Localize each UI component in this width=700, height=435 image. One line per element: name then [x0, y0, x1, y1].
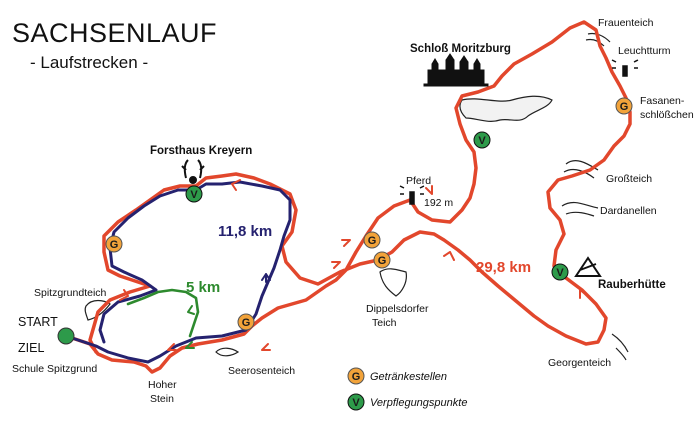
arrow-icon	[341, 239, 351, 247]
refreshment-marker: G	[237, 313, 255, 331]
legend-refreshment-label: Getränkestellen	[370, 371, 447, 383]
legend-food-label: Verpflegungspunkte	[370, 397, 467, 409]
svg-text:V: V	[556, 267, 564, 279]
place-frauenteich: Frauenteich	[598, 17, 654, 29]
legend-refreshment: G Getränkestellen	[347, 367, 447, 385]
route-11-8-km	[64, 180, 292, 364]
place-georgenteich: Georgenteich	[548, 357, 611, 369]
food-marker: V	[185, 185, 203, 203]
refreshment-marker: G	[363, 231, 381, 249]
arrow-icon	[425, 185, 433, 195]
svg-text:G: G	[368, 235, 377, 247]
place-pferd: Pferd	[406, 175, 431, 187]
route-label-29-8-km: 29,8 km	[476, 259, 531, 276]
arrow-icon	[187, 305, 195, 315]
start-finish-marker	[57, 327, 75, 345]
arrow-icon	[167, 343, 177, 351]
pond-dardanellen	[561, 201, 599, 217]
place-forsthaus: Forsthaus Kreyern	[150, 145, 252, 157]
place-pferd-height: 192 m	[424, 197, 453, 209]
refreshment-markers: G G G G G	[105, 97, 633, 331]
map-subtitle: - Laufstrecken -	[30, 53, 148, 72]
refreshment-marker: G	[105, 235, 123, 253]
start-label: START	[18, 315, 58, 329]
food-markers: V V V	[185, 131, 569, 281]
pond-moritzburg	[459, 95, 553, 122]
arrow-icon	[331, 261, 341, 269]
svg-text:G: G	[242, 317, 251, 329]
pond-grossteich	[563, 160, 599, 179]
route-5-km	[126, 288, 200, 338]
svg-text:V: V	[478, 135, 486, 147]
direction-arrows	[119, 179, 589, 351]
place-fasanen-1: Fasanen-	[640, 95, 685, 107]
route-label-5-km: 5 km	[186, 279, 220, 296]
legend-food: V Verpflegungspunkte	[347, 393, 467, 411]
legend: G Getränkestellen V Verpflegungspunkte	[347, 367, 467, 411]
castle-icon	[423, 53, 489, 87]
place-leuchtturm: Leuchtturm	[618, 45, 671, 57]
finish-label: ZIEL	[18, 341, 44, 355]
food-marker: V	[473, 131, 491, 149]
route-label-11-8-km: 11,8 km	[218, 223, 272, 240]
place-seerosenteich: Seerosenteich	[228, 365, 295, 377]
horse-marker-icon	[399, 185, 425, 205]
pond-dippelsdorf	[379, 268, 407, 297]
place-spitzgrundteich: Spitzgrundteich	[34, 287, 107, 299]
svg-text:G: G	[378, 255, 387, 267]
refreshment-marker: G	[373, 251, 391, 269]
place-schule: Schule Spitzgrund	[12, 363, 97, 375]
place-grossteich: Großteich	[606, 173, 652, 185]
place-hoher-2: Stein	[150, 393, 174, 405]
refreshment-marker: G	[615, 97, 633, 115]
place-moritzburg: Schloß Moritzburg	[410, 43, 511, 55]
pond-seerosen	[215, 347, 240, 357]
food-marker: V	[551, 263, 569, 281]
route-29-8-km	[64, 20, 632, 374]
arrow-icon	[261, 273, 271, 283]
svg-text:G: G	[620, 101, 629, 113]
pond-spitzgrund	[84, 299, 111, 321]
place-dippelsdorfer-2: Teich	[372, 317, 397, 329]
svg-text:V: V	[190, 189, 198, 201]
place-dippelsdorfer-1: Dippelsdorfer	[366, 303, 429, 315]
arrow-icon	[185, 341, 195, 349]
svg-text:G: G	[110, 239, 119, 251]
place-hoher-1: Hoher	[148, 379, 177, 391]
place-fasanen-2: schlößchen	[640, 109, 694, 121]
svg-text:G: G	[352, 371, 361, 383]
svg-text:V: V	[352, 397, 360, 409]
map-title: SACHSENLAUF	[12, 18, 217, 48]
arrow-icon	[579, 289, 589, 299]
place-rauberhuette: Rauberhütte	[598, 279, 666, 291]
place-dardanellen: Dardanellen	[600, 205, 657, 217]
hut-icon	[574, 256, 602, 277]
ponds	[84, 32, 629, 361]
deer-antlers-icon	[181, 159, 205, 184]
arrow-icon	[261, 343, 271, 351]
arrow-icon	[231, 179, 241, 191]
arrow-icon	[443, 251, 455, 261]
pond-georgen	[611, 333, 629, 361]
arrow-icon	[119, 289, 129, 301]
pond-frauenteich	[585, 32, 611, 47]
lighthouse-icon	[611, 59, 639, 77]
